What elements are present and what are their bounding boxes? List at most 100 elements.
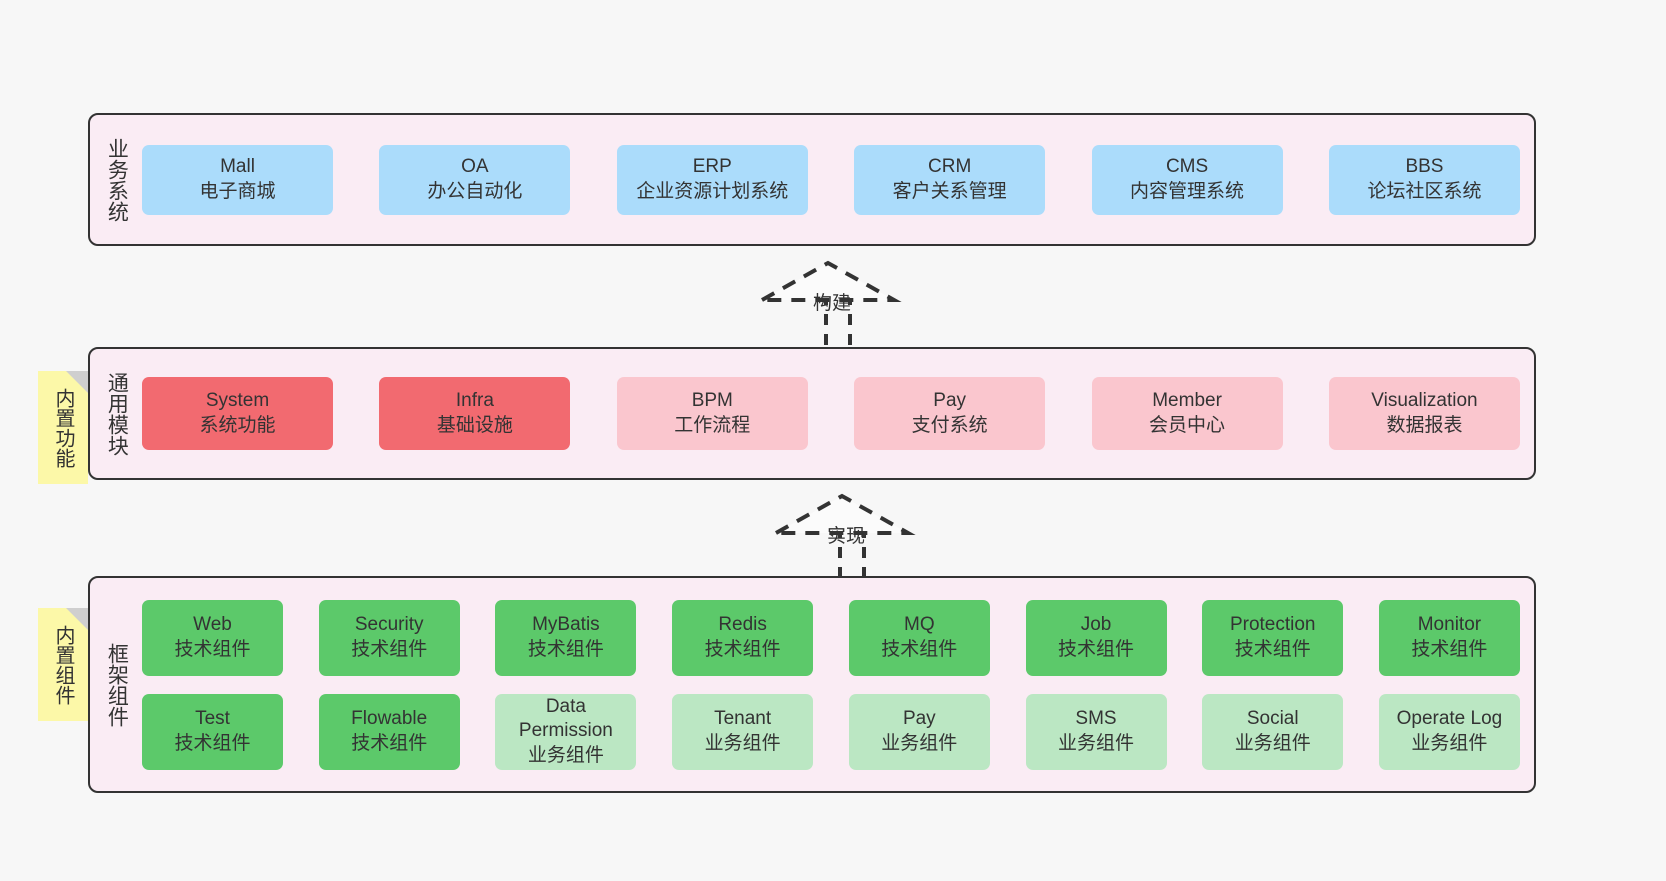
connector-implement-label: 实现 (826, 526, 865, 547)
module-pay[interactable]: Pay 支付系统 (854, 377, 1046, 450)
component-test-desc: 技术组件 (174, 732, 251, 754)
connector-build (754, 260, 902, 345)
component-job-name: Job (1080, 614, 1112, 636)
component-operate-log[interactable]: Operate Log 业务组件 (1378, 693, 1520, 770)
component-tenant[interactable]: Tenant 业务组件 (672, 693, 814, 770)
component-pay[interactable]: Pay 业务组件 (848, 693, 990, 770)
component-social-desc: 业务组件 (1234, 732, 1311, 754)
component-test-name: Test (195, 708, 230, 730)
component-mybatis[interactable]: MyBatis 技术组件 (495, 599, 637, 676)
note-builtin-function-text: 内置功能 (52, 387, 74, 468)
module-cms-name: CMS (1165, 156, 1209, 178)
component-pay-desc: 业务组件 (881, 732, 958, 754)
layer-business-systems-body: Mall 电子商城 OA 办公自动化 ERP 企业资源计划系统 CRM 客户关系… (136, 115, 1534, 244)
layer-framework-components-row-tech: Web 技术组件 Security 技术组件 MyBatis 技术组件 Redi… (142, 599, 1520, 676)
note-builtin-component: 内置组件 (38, 608, 88, 721)
module-crm-name: CRM (928, 156, 972, 178)
component-protection-name: Protection (1229, 614, 1316, 636)
component-web-name: Web (193, 614, 232, 636)
component-monitor-name: Monitor (1417, 614, 1482, 636)
connector-build-arrowhead (754, 260, 902, 302)
module-bpm-name: BPM (691, 390, 733, 412)
note-fold-corner-icon (66, 371, 88, 393)
module-crm[interactable]: CRM 客户关系管理 (854, 144, 1046, 215)
note-builtin-component-text: 内置组件 (52, 624, 74, 705)
module-oa[interactable]: OA 办公自动化 (379, 144, 571, 215)
layer-common-modules-title: 通用模块 (105, 371, 129, 456)
module-infra-name: Infra (455, 390, 494, 412)
module-mall-desc: 电子商城 (199, 180, 276, 202)
component-social-name: Social (1246, 708, 1299, 730)
module-member[interactable]: Member 会员中心 (1091, 377, 1283, 450)
component-data-permission-desc: 业务组件 (527, 744, 604, 766)
module-crm-desc: 客户关系管理 (892, 180, 1007, 202)
component-sms[interactable]: SMS 业务组件 (1025, 693, 1167, 770)
component-redis[interactable]: Redis 技术组件 (672, 599, 814, 676)
module-member-desc: 会员中心 (1149, 414, 1226, 436)
module-bbs-name: BBS (1405, 156, 1444, 178)
component-tenant-name: Tenant (714, 708, 772, 730)
module-mall[interactable]: Mall 电子商城 (142, 144, 333, 215)
module-visualization[interactable]: Visualization 数据报表 (1328, 377, 1520, 450)
module-member-name: Member (1152, 390, 1222, 412)
module-cms[interactable]: CMS 内容管理系统 (1091, 144, 1283, 215)
component-monitor-desc: 技术组件 (1411, 638, 1488, 660)
component-mq[interactable]: MQ 技术组件 (848, 599, 990, 676)
module-bbs[interactable]: BBS 论坛社区系统 (1328, 144, 1520, 215)
component-flowable-name: Flowable (351, 708, 428, 730)
component-sms-name: SMS (1075, 708, 1117, 730)
module-bbs-desc: 论坛社区系统 (1367, 180, 1482, 202)
layer-framework-components-body: Web 技术组件 Security 技术组件 MyBatis 技术组件 Redi… (136, 578, 1534, 791)
layer-framework-components-row-business: Test 技术组件 Flowable 技术组件 Data Permission … (142, 693, 1520, 770)
module-bpm[interactable]: BPM 工作流程 (616, 377, 808, 450)
layer-framework-components-title: 框架组件 (105, 642, 129, 727)
component-operate-log-desc: 业务组件 (1411, 732, 1488, 754)
component-job-desc: 技术组件 (1058, 638, 1135, 660)
component-protection[interactable]: Protection 技术组件 (1202, 599, 1344, 676)
component-security-desc: 技术组件 (351, 638, 428, 660)
component-security[interactable]: Security 技术组件 (318, 599, 460, 676)
layer-business-systems: 业务系统 Mall 电子商城 OA 办公自动化 ERP 企业资源计划系统 CRM… (88, 113, 1536, 246)
module-system-name: System (205, 390, 270, 412)
component-social[interactable]: Social 业务组件 (1202, 693, 1344, 770)
module-oa-name: OA (461, 156, 489, 178)
component-data-permission-name: Data Permission (518, 696, 613, 742)
component-job[interactable]: Job 技术组件 (1025, 599, 1167, 676)
component-mybatis-desc: 技术组件 (527, 638, 604, 660)
component-pay-name: Pay (902, 708, 936, 730)
component-flowable[interactable]: Flowable 技术组件 (318, 693, 460, 770)
component-redis-name: Redis (718, 614, 767, 636)
module-infra[interactable]: Infra 基础设施 (379, 377, 571, 450)
component-mq-name: MQ (904, 614, 935, 636)
component-data-permission[interactable]: Data Permission 业务组件 (495, 693, 637, 770)
connector-implement (768, 493, 916, 578)
module-oa-desc: 办公自动化 (427, 180, 523, 202)
module-system[interactable]: System 系统功能 (142, 377, 333, 450)
layer-common-modules: 通用模块 System 系统功能 Infra 基础设施 BPM 工作流程 Pay… (88, 347, 1536, 480)
layer-common-modules-body: System 系统功能 Infra 基础设施 BPM 工作流程 Pay 支付系统… (136, 349, 1534, 478)
module-pay-desc: 支付系统 (911, 414, 988, 436)
component-mybatis-name: MyBatis (532, 614, 600, 636)
component-monitor[interactable]: Monitor 技术组件 (1378, 599, 1520, 676)
component-redis-desc: 技术组件 (704, 638, 781, 660)
module-erp-name: ERP (692, 156, 732, 178)
component-mq-desc: 技术组件 (881, 638, 958, 660)
component-tenant-desc: 业务组件 (704, 732, 781, 754)
module-pay-name: Pay (933, 390, 967, 412)
module-bpm-desc: 工作流程 (674, 414, 751, 436)
module-cms-desc: 内容管理系统 (1130, 180, 1245, 202)
layer-business-systems-title: 业务系统 (105, 137, 129, 222)
component-test[interactable]: Test 技术组件 (142, 693, 283, 770)
module-erp[interactable]: ERP 企业资源计划系统 (616, 144, 808, 215)
component-web[interactable]: Web 技术组件 (142, 599, 283, 676)
module-mall-name: Mall (220, 156, 255, 178)
module-visualization-name: Visualization (1371, 390, 1478, 412)
layer-common-modules-row: System 系统功能 Infra 基础设施 BPM 工作流程 Pay 支付系统… (142, 377, 1520, 450)
module-infra-desc: 基础设施 (436, 414, 513, 436)
component-security-name: Security (354, 614, 424, 636)
component-protection-desc: 技术组件 (1234, 638, 1311, 660)
connector-build-label: 构建 (812, 293, 851, 314)
module-visualization-desc: 数据报表 (1386, 414, 1463, 436)
component-sms-desc: 业务组件 (1058, 732, 1135, 754)
module-system-desc: 系统功能 (199, 414, 276, 436)
